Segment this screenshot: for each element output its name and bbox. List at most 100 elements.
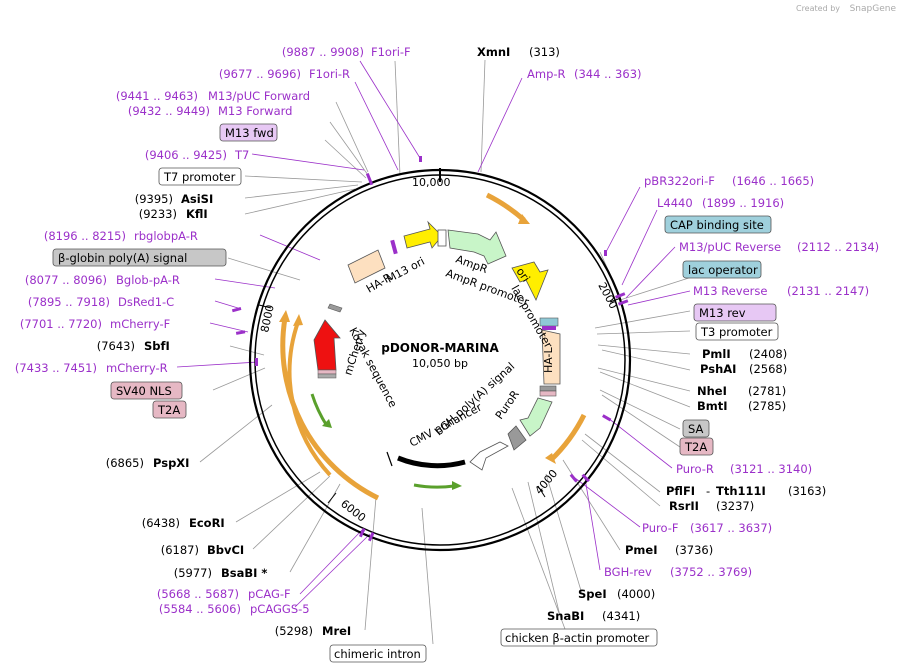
chimeric-intron-box [329,644,427,663]
primer-amp-r: Amp-R [527,67,566,81]
enzyme-mrei-pos: (5298) [275,624,313,638]
plasmid-size: 10,050 bp [412,357,468,370]
cap-site-label: CAP binding site [670,218,764,232]
orf-arrow-right [549,413,587,462]
orf-arrow-left-inner [287,321,332,477]
enzyme-bbvci: BbvCI [207,543,244,557]
enzyme-sbfi: SbfI [144,339,170,353]
primer-pcag-f: pCAG-F [248,587,291,601]
plasmid-name: pDONOR-MARINA [381,341,499,355]
enzyme-nhei: NheI [697,384,727,398]
label-lac-promoter: lac promoter [508,283,555,351]
primer-m13-fwd-range: (9432 .. 9449) [128,104,210,118]
chicken-actin-box [500,628,658,647]
primer-f1ori-f: F1ori-F [371,45,411,59]
primer-puro-r-range: (3121 .. 3140) [730,462,812,476]
enzyme-ecori: EcoRI [189,516,225,530]
orf-arrowhead-left-inner [293,314,303,326]
t2a-right-label: T2A [684,440,707,454]
green-arrowhead-left [322,419,332,428]
primer-m13-fwd: M13 Forward [218,104,292,118]
primer-bglob-pa-r: Bglob-pA-R [116,273,180,287]
tick-label-10000: 10,000 [412,176,451,189]
enzyme-snabi-pos: (4341) [602,609,640,623]
bglobin-label: β-globin poly(A) signal [58,251,187,265]
enzyme-asisi-pos: (9395) [135,192,173,206]
lac-operator-box [682,260,762,279]
feature-m13-ori [403,220,443,249]
primer-dsred1-c: DsRed1-C [118,295,174,309]
primer-puro-f-range: (3617 .. 3637) [690,521,772,535]
primer-puro-r: Puro-R [676,462,714,476]
sv40-nls-label: SV40 NLS [116,384,172,398]
enzyme-pmei: PmeI [625,543,658,557]
enzyme-pflfi: PflFI [666,484,695,498]
primer-pcaggs5-range: (5584 .. 5606) [159,602,241,616]
primer-rbglobpa-r-range: (8196 .. 8215) [44,229,126,243]
enzyme-kfli-pos: (9233) [139,207,177,221]
primer-mcherry-r: mCherry-R [106,361,168,375]
label-ha-l: HA-L [542,346,555,373]
enzyme-xmni: XmnI [477,45,510,59]
sa-box [682,419,710,438]
lac-operator-label: lac operator [688,263,758,277]
orf-arrow-top [485,192,526,222]
orf-arrowhead-top [518,214,530,224]
feature-m13-ori-marker [390,239,398,255]
enzyme-pshai: PshAI [700,362,736,376]
primer-m13-reverse-range: (2131 .. 2147) [787,284,869,298]
t7-promoter-label: T7 promoter [163,170,236,184]
primer-pcag-f-range: (5668 .. 5687) [157,587,239,601]
feature-m13rev-shape [542,326,556,330]
primer-pcaggs5: pCAGGS-5 [250,602,310,616]
m13rev-box-label: M13 rev [699,306,746,320]
primer-f1ori-r-range: (9677 .. 9696) [219,67,301,81]
feature-ampr-promoter [437,229,447,247]
primer-amp-r-range: (344 .. 363) [574,67,642,81]
tick-mark-6000 [327,492,337,504]
orf-arrowhead-left-outer [279,310,290,322]
t2a-left-box [152,400,187,419]
t3-promoter-box [695,322,779,341]
primer-m13puc-fwd-range: (9441 .. 9463) [116,89,198,103]
m13fwd-box [219,123,278,142]
primer-l4440: L4440 [657,196,693,210]
m13fwd-box-label: M13 fwd [225,126,274,140]
enzyme-spei-pos: (4000) [617,587,655,601]
primer-f1ori-r: F1ori-R [309,67,350,81]
green-arrowhead-bottom [452,481,462,490]
enzyme-bbvci-pos: (6187) [161,543,199,557]
feature-mcherry [313,319,341,371]
feature-ha-r [347,249,386,284]
feature-puror [519,397,553,437]
primer-mcherry-f: mCherry-F [110,317,170,331]
tick-mark-8000 [258,304,272,309]
t3-promoter-label: T3 promoter [700,325,773,339]
primer-f1ori-f-range: (9887 .. 9908) [282,45,364,59]
label-cmv-enhancer: CMV enhancer [407,400,484,449]
primer-bgh-rev-range: (3752 .. 3769) [670,565,752,579]
tick-label-8000: 8000 [258,304,277,334]
m13rev-box [693,303,777,322]
chicken-actin-label: chicken β-actin promoter [505,631,650,645]
enzyme-mrei: MreI [322,624,351,638]
green-arrow-left [310,393,329,427]
primer-m13-reverse: M13 Reverse [693,284,767,298]
primer-mcherry-r-range: (7433 .. 7451) [15,361,97,375]
enzyme-pspxi: PspXI [153,456,189,470]
intron-tick [386,451,393,467]
bglobin-box [52,248,227,267]
enzyme-rsrii-pos: (3237) [716,499,754,513]
enzyme-bsabi-pos: (5977) [174,566,212,580]
cap-site-box [664,215,772,234]
primer-bgh-rev: BGH-rev [604,565,652,579]
primer-dsred1-c-range: (7895 .. 7918) [28,295,110,309]
enzyme-spei: SpeI [578,587,607,601]
enzyme-xmni-pos: (313) [529,45,560,59]
enzyme-pmei-pos: (3736) [675,543,713,557]
enzyme-pmli-pos: (2408) [749,347,787,361]
feature-ha-l [541,329,561,385]
primer-m13puc-rev-range: (2112 .. 2134) [797,240,879,254]
enzyme-rsrii: RsrII [669,499,699,513]
